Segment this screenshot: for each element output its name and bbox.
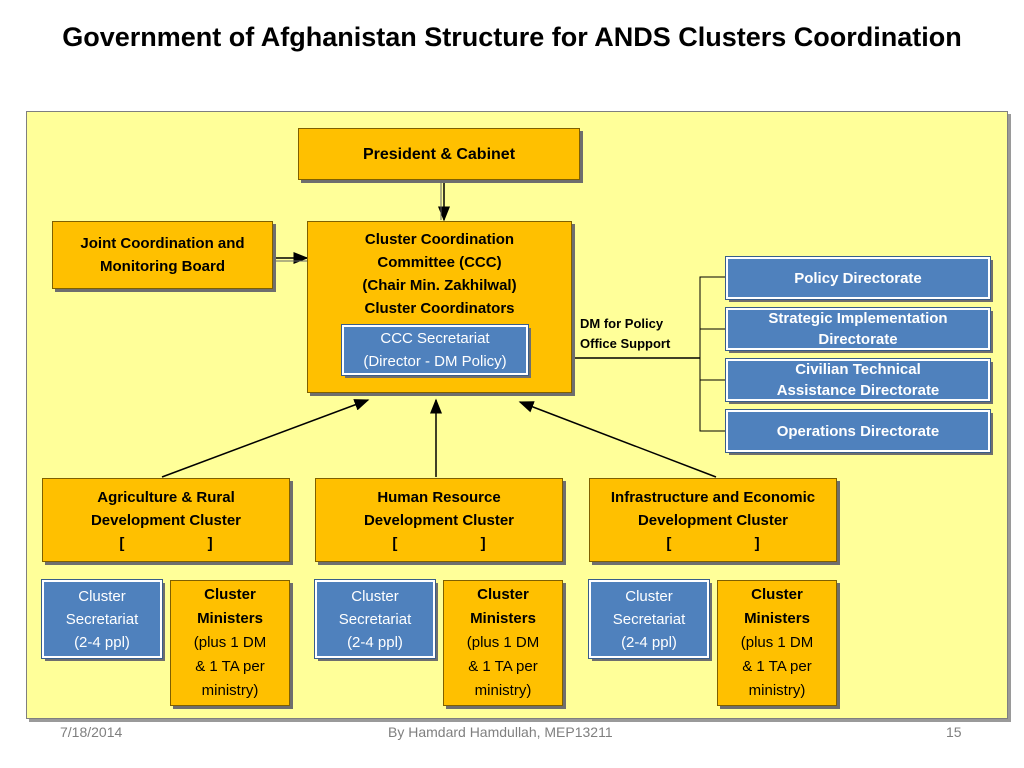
footer-author: By Hamdard Hamdullah, MEP13211 — [388, 724, 613, 740]
ccc-secretariat-line: (Director - DM Policy) — [363, 353, 507, 370]
infrastructure-cluster-box: Infrastructure and Economic Development … — [589, 478, 837, 562]
ccc-secretariat-line: CCC Secretariat — [380, 330, 490, 347]
directorates-bracket — [699, 276, 726, 432]
jcmb-box: Joint Coordination and Monitoring Board — [52, 221, 273, 289]
agriculture-cluster-ministers-box: Cluster Ministers (plus 1 DM & 1 TA per … — [170, 580, 290, 706]
president-cabinet-box: President & Cabinet — [298, 128, 580, 180]
ccc-line: Cluster Coordination — [364, 231, 515, 248]
infra-cluster-arrow — [518, 401, 717, 478]
ccc-secretariat-box: CCC Secretariat (Director - DM Policy) — [341, 324, 529, 376]
footer-page-number: 15 — [946, 724, 962, 740]
infrastructure-cluster-ministers-box: Cluster Ministers (plus 1 DM & 1 TA per … — [717, 580, 837, 706]
ccc-line: (Chair Min. Zakhilwal) — [362, 277, 517, 294]
operations-directorate-box: Operations Directorate — [725, 409, 991, 453]
policy-directorate-box: Policy Directorate — [725, 256, 991, 300]
ccc-line: Committee (CCC) — [377, 254, 502, 271]
agriculture-cluster-secretariat-box: Cluster Secretariat (2-4 ppl) — [41, 579, 163, 659]
human-resource-cluster-box: Human Resource Development Cluster [ ] — [315, 478, 563, 562]
civilian-technical-assistance-directorate-box: Civilian Technical Assistance Directorat… — [725, 358, 991, 402]
human-resource-cluster-secretariat-box: Cluster Secretariat (2-4 ppl) — [314, 579, 436, 659]
agriculture-cluster-box: Agriculture & Rural Development Cluster … — [42, 478, 290, 562]
agri-cluster-arrow — [161, 399, 370, 478]
footer-date: 7/18/2014 — [60, 724, 123, 740]
jcmb-line: Monitoring Board — [100, 258, 225, 275]
ccc-line: Cluster Coordinators — [364, 300, 515, 317]
slide-title: Government of Afghanistan Structure for … — [62, 22, 962, 52]
human-resource-cluster-ministers-box: Cluster Ministers (plus 1 DM & 1 TA per … — [443, 580, 563, 706]
dm-policy-label: DM for Policy Office Support — [580, 316, 671, 351]
jcmb-line: Joint Coordination and — [80, 235, 245, 252]
infrastructure-cluster-secretariat-box: Cluster Secretariat (2-4 ppl) — [588, 579, 710, 659]
strategic-implementation-directorate-box: Strategic Implementation Directorate — [725, 307, 991, 351]
